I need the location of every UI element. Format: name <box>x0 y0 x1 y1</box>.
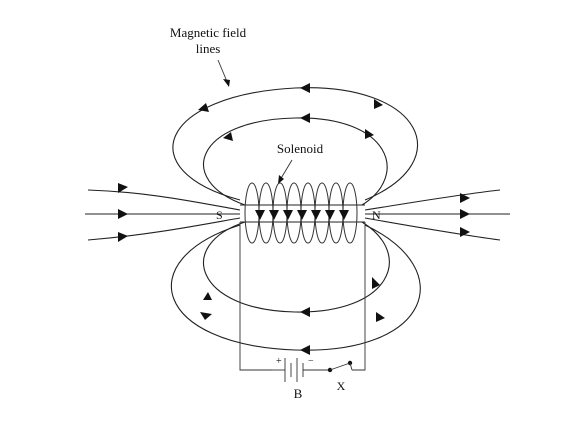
switch-lead <box>349 362 353 371</box>
field-line-arrows <box>118 83 470 355</box>
field-line-bottom-outer <box>170 224 421 351</box>
key-label: X <box>337 379 346 393</box>
field-line-left-lower <box>87 217 241 241</box>
solenoid-label: Solenoid <box>277 141 324 156</box>
battery-minus-label: − <box>308 356 314 367</box>
circuit <box>239 222 366 382</box>
solenoid-pointer-head <box>278 175 284 184</box>
solenoid-pointer <box>279 159 293 181</box>
field-lines-pointer-head <box>223 79 230 87</box>
field-line-bottom-inner <box>203 221 390 313</box>
north-pole-label: N <box>372 208 381 222</box>
circuit-wire-right <box>352 222 366 371</box>
field-lines-label-line1: Magnetic field <box>170 25 247 40</box>
field-line-left-upper <box>87 189 241 211</box>
circuit-wire-left <box>239 222 272 371</box>
field-line-right-lower <box>364 217 501 241</box>
switch-lever <box>329 362 351 371</box>
battery-plus-label: + <box>276 356 282 367</box>
south-pole-label: S <box>216 208 223 222</box>
field-line-top-inner <box>203 117 388 206</box>
field-line-right-upper <box>364 189 501 211</box>
coil-current-arrows <box>255 210 349 220</box>
battery-label: B <box>294 386 303 401</box>
field-line-top-outer <box>172 87 419 201</box>
field-lines-label-line2: lines <box>196 41 221 56</box>
